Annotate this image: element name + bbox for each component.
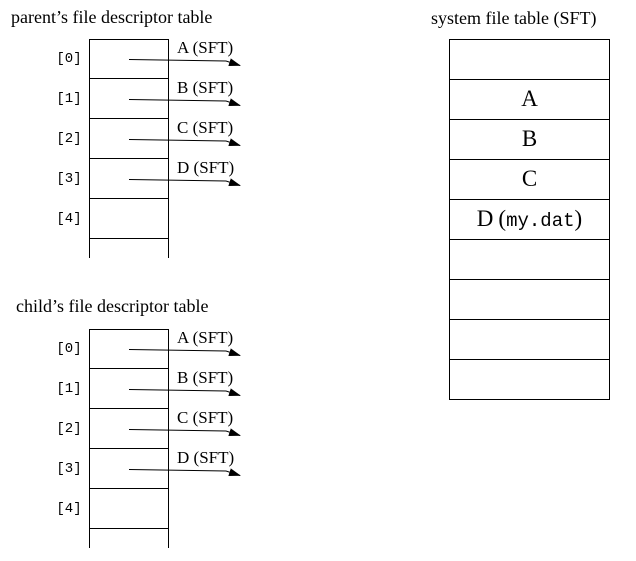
sft-cell-4-label: D — [476, 206, 494, 231]
parent-fd-index-3: [3] — [56, 171, 82, 187]
child-fd-index-3: [3] — [56, 461, 82, 477]
child-arrow-label-b: B (SFT) — [177, 368, 234, 387]
sft-cell-2-label: B — [521, 126, 538, 151]
sft-cell-8 — [450, 360, 609, 399]
sft-cell-4-paren-open: ( — [498, 206, 507, 231]
system-file-table: A B C D(my.dat) — [449, 39, 610, 400]
child-fd-cell-0 — [90, 330, 168, 369]
child-fd-cell-3 — [90, 449, 168, 489]
child-fd-cell-2 — [90, 409, 168, 449]
parent-fd-cell-0 — [90, 40, 168, 79]
child-fd-index-4: [4] — [56, 501, 82, 517]
child-fd-index-1: [1] — [56, 381, 82, 397]
sft-cell-5 — [450, 240, 609, 280]
child-arrow-label-c: C (SFT) — [177, 408, 234, 427]
parent-arrow-label-a: A (SFT) — [177, 38, 234, 57]
child-arrow-label-a: A (SFT) — [177, 328, 234, 347]
parent-fd-index-4: [4] — [56, 211, 82, 227]
child-fd-index-0: [0] — [56, 341, 82, 357]
sft-cell-3-label: C — [521, 166, 538, 191]
sft-cell-4-paren-close: ) — [574, 206, 583, 231]
parent-table-title: parent’s file descriptor table — [11, 7, 213, 27]
sft-cell-7 — [450, 320, 609, 360]
sft-cell-0 — [450, 40, 609, 80]
parent-fd-cell-1 — [90, 79, 168, 119]
child-fd-cell-4 — [90, 489, 168, 529]
parent-fd-cell-2 — [90, 119, 168, 159]
parent-arrow-label-b: B (SFT) — [177, 78, 234, 97]
child-fd-table — [89, 329, 169, 548]
child-fd-index-2: [2] — [56, 421, 82, 437]
parent-fd-table — [89, 39, 169, 258]
parent-fd-table-continuation — [90, 239, 168, 258]
child-fd-cell-1 — [90, 369, 168, 409]
child-arrow-label-d: D (SFT) — [177, 448, 235, 467]
parent-fd-index-0: [0] — [56, 51, 82, 67]
child-fd-table-continuation — [90, 529, 168, 548]
child-table-title: child’s file descriptor table — [16, 296, 209, 316]
sft-cell-1-label: A — [521, 86, 538, 111]
sft-cell-3: C — [450, 160, 609, 200]
sft-cell-4: D(my.dat) — [450, 200, 609, 240]
sft-cell-6 — [450, 280, 609, 320]
sft-cell-2: B — [450, 120, 609, 160]
parent-fd-index-1: [1] — [56, 91, 82, 107]
parent-arrow-label-c: C (SFT) — [177, 118, 234, 137]
parent-fd-index-2: [2] — [56, 131, 82, 147]
sft-cell-1: A — [450, 80, 609, 120]
parent-fd-cell-3 — [90, 159, 168, 199]
sft-cell-4-filename: my.dat — [506, 210, 575, 232]
system-file-table-title: system file table (SFT) — [431, 8, 597, 28]
parent-fd-cell-4 — [90, 199, 168, 239]
parent-arrow-label-d: D (SFT) — [177, 158, 235, 177]
